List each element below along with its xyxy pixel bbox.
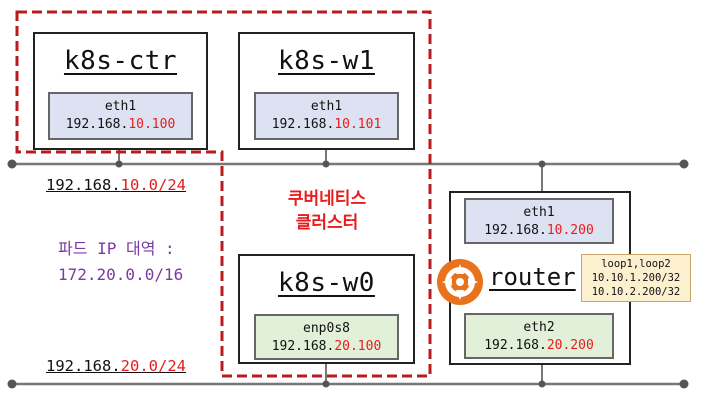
iface-name: enp0s8 [303, 321, 350, 336]
bus-top-right-dot [679, 159, 689, 169]
iface-ip: 192.168.20.200 [484, 338, 594, 353]
node-k8s-ctr: k8s-ctr eth1 192.168.10.100 [33, 32, 208, 150]
node-k8s-w0: k8s-w0 enp0s8 192.168.20.100 [238, 254, 415, 364]
subnet-bottom-label: 192.168.20.0/24 [46, 357, 186, 375]
node-router: eth1 192.168.10.200 eth2 192.168.20.200 [449, 191, 631, 365]
iface-ip: 192.168.10.200 [484, 223, 594, 238]
iface-router-eth2: eth2 192.168.20.200 [464, 313, 614, 359]
pod-ip-range: 파드 IP 대역 : 172.20.0.0/16 [58, 236, 183, 288]
iface-name: eth1 [310, 99, 343, 114]
cluster-boundary [15, 10, 432, 378]
bus-bottom-right-dot [679, 379, 689, 389]
iface-ctr-eth1: eth1 192.168.10.100 [48, 92, 193, 140]
cluster-label: 쿠버네티스 클러스터 [287, 189, 367, 233]
iface-name: eth1 [523, 205, 555, 220]
loopback-ip1: 10.10.1.200/32 [591, 272, 681, 284]
loopback-ip2: 10.10.2.200/32 [591, 286, 681, 298]
subnet-top-label: 192.168.10.0/24 [46, 176, 186, 194]
bus-bottom-left-dot [7, 379, 17, 389]
iface-ip: 192.168.20.100 [271, 339, 382, 354]
node-k8s-w1-title: k8s-w1 [278, 46, 375, 76]
node-k8s-w0-title: k8s-w0 [278, 268, 375, 298]
iface-name: eth2 [523, 320, 555, 335]
iface-ip: 192.168.10.101 [271, 117, 382, 132]
loopback-note: loop1,loop2 10.10.1.200/32 10.10.2.200/3… [581, 254, 691, 302]
pod-ip-range-label: 파드 IP 대역 : [58, 239, 175, 258]
iface-ip: 192.168.10.100 [65, 117, 176, 132]
iface-w0-enp0s8: enp0s8 192.168.20.100 [254, 314, 399, 360]
node-k8s-w1: k8s-w1 eth1 192.168.10.101 [238, 32, 415, 150]
router-icon [437, 259, 483, 305]
node-k8s-ctr-title: k8s-ctr [63, 46, 178, 76]
bus-top-left-dot [7, 159, 17, 169]
pod-ip-range-value: 172.20.0.0/16 [58, 265, 184, 284]
router-label: router [489, 263, 576, 291]
iface-w1-eth1: eth1 192.168.10.101 [254, 92, 399, 140]
iface-name: eth1 [104, 99, 137, 114]
iface-router-eth1: eth1 192.168.10.200 [464, 198, 614, 244]
loopback-title: loop1,loop2 [601, 258, 671, 270]
